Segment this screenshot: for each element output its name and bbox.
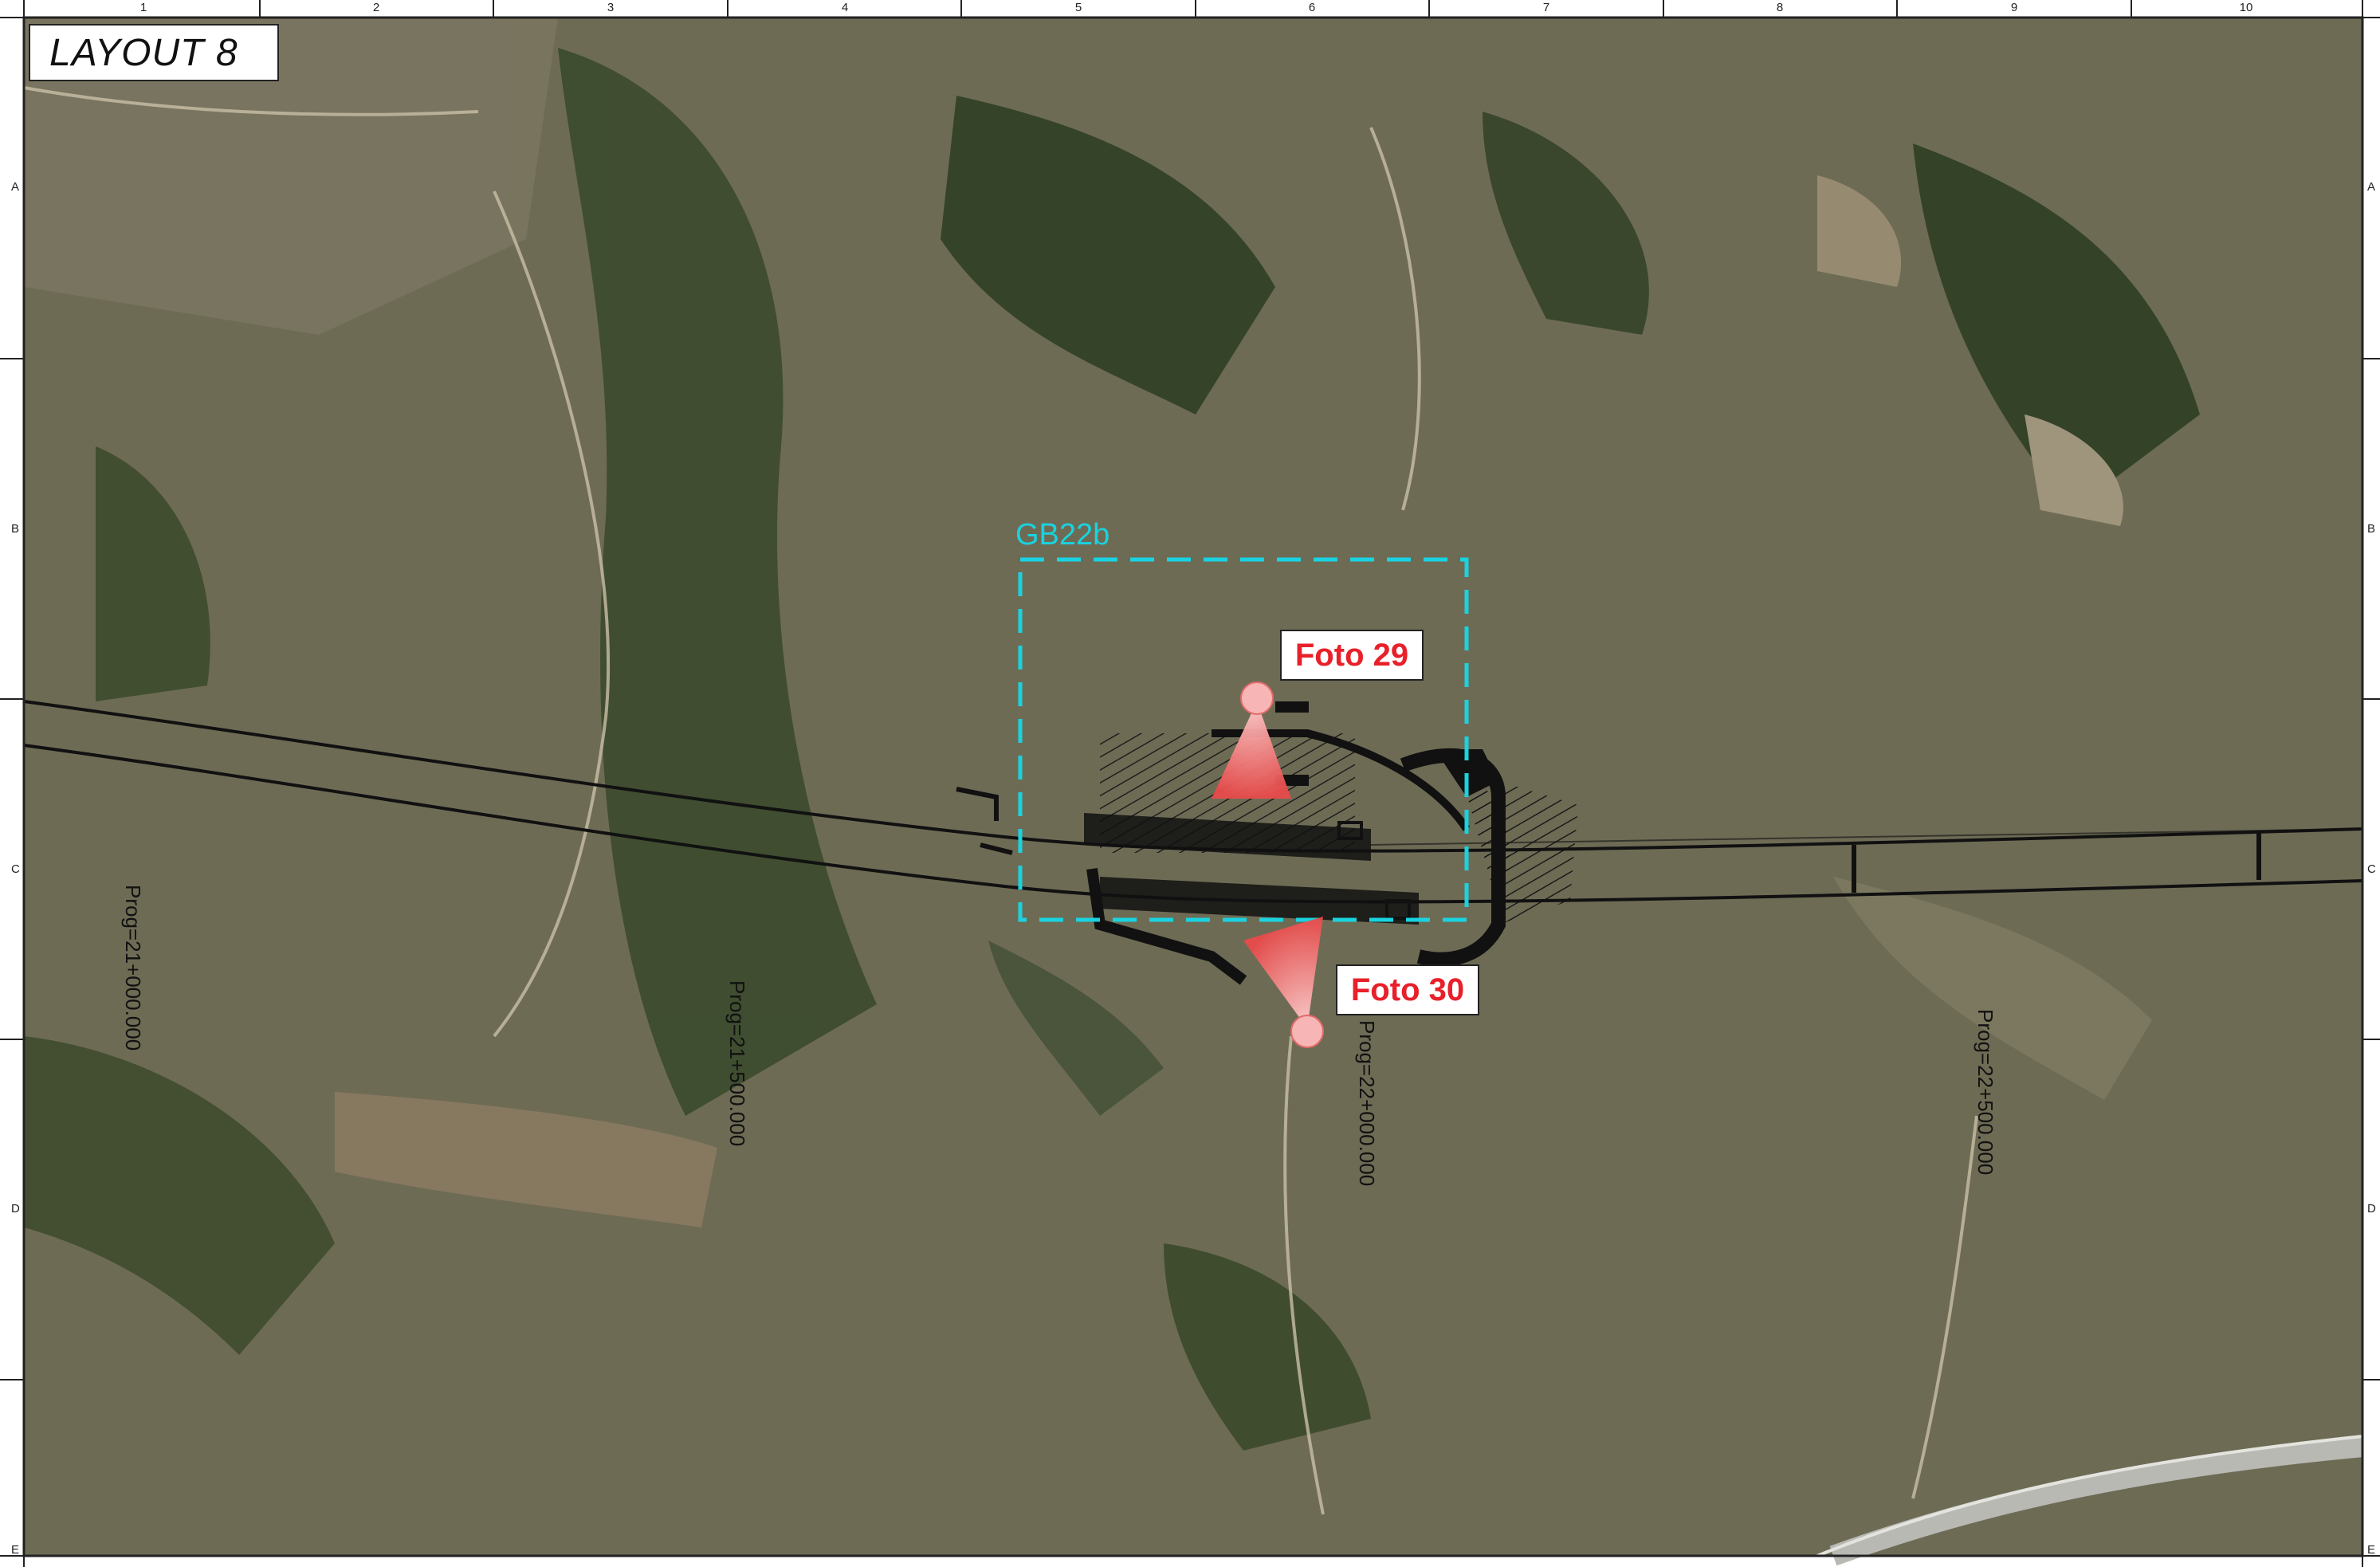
camera-viewpoint-icon <box>1243 917 1324 1048</box>
grid-column-label: 8 <box>1776 1 1784 14</box>
grid-row-label: C <box>2367 862 2376 876</box>
area-label-gb22b: GB22b <box>1015 518 1110 552</box>
grid-row-label: E <box>2367 1543 2376 1557</box>
grid-row-label: A <box>2367 180 2376 194</box>
chainage-label: Prog=21+000.000 <box>121 885 145 1051</box>
local-roads <box>23 86 1978 1515</box>
grid-column-label: 2 <box>372 1 380 14</box>
camera-viewpoint-icon <box>1212 681 1291 799</box>
grid-row-label: B <box>11 522 20 536</box>
layout-title: LAYOUT 8 <box>49 31 238 74</box>
construction-works <box>956 701 1578 985</box>
photo-label-29[interactable]: Foto 29 <box>1280 630 1424 681</box>
grid-row-label: E <box>11 1543 20 1557</box>
grid-row-label: A <box>11 180 20 194</box>
grid-column-label: 6 <box>1308 1 1316 14</box>
grid-column-label: 7 <box>1542 1 1550 14</box>
photo-label-30[interactable]: Foto 30 <box>1336 964 1479 1015</box>
chainage-label: Prog=22+000.000 <box>1355 1020 1379 1187</box>
chainage-label: Prog=22+500.000 <box>1974 1009 1997 1176</box>
grid-row-label: D <box>11 1202 20 1216</box>
grid-row-label: B <box>2367 522 2376 536</box>
grid-column-label: 3 <box>607 1 615 14</box>
grid-column-label: 5 <box>1074 1 1082 14</box>
chainage-label: Prog=21+500.000 <box>725 980 749 1147</box>
terrain <box>24 18 2200 1451</box>
grid-row-label: C <box>11 862 20 876</box>
highway <box>1829 1436 2364 1566</box>
grid-column-label: 9 <box>2010 1 2018 14</box>
grid-row-label: D <box>2367 1202 2376 1216</box>
layout-title-box: LAYOUT 8 <box>29 24 279 81</box>
grid-column-label: 10 <box>2239 1 2253 14</box>
grid-column-label: 1 <box>139 1 147 14</box>
grid-column-label: 4 <box>841 1 849 14</box>
area-boundary-gb22b <box>1018 557 1469 922</box>
